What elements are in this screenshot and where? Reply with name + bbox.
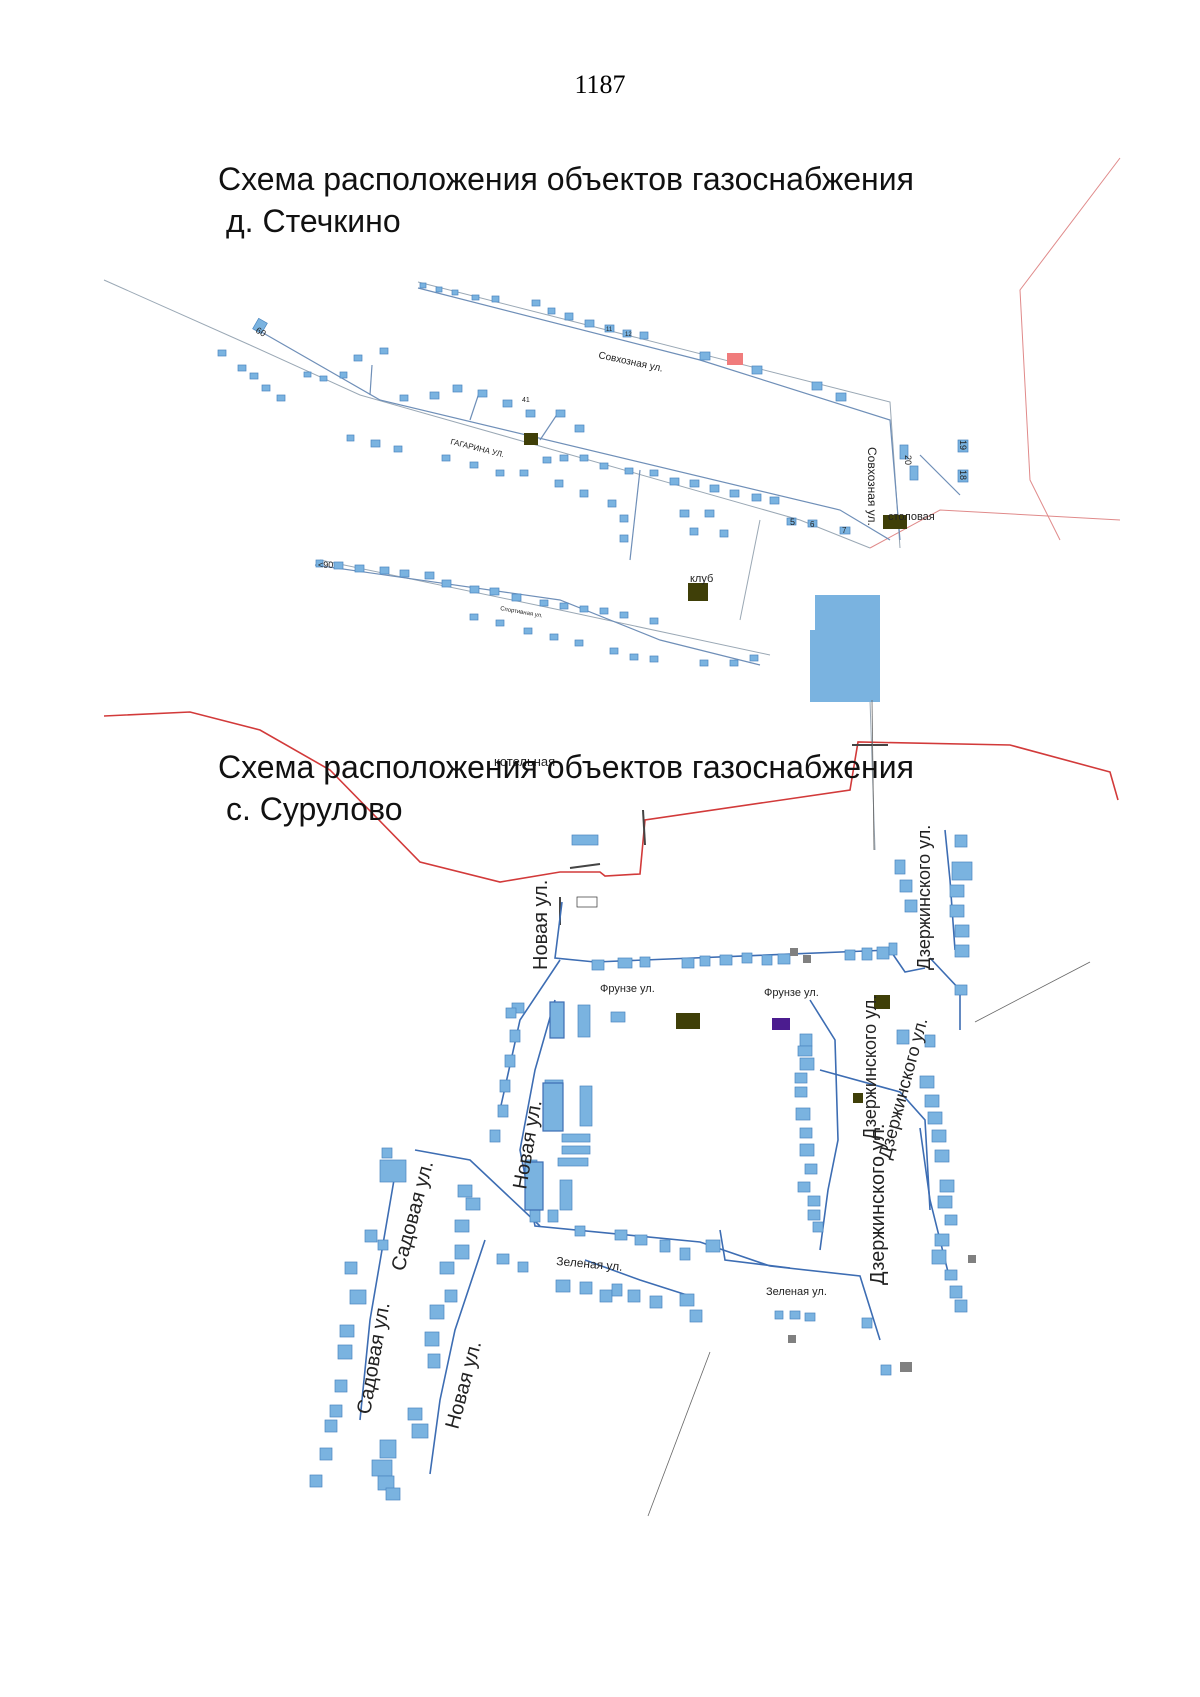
stolovaya-building: [883, 515, 907, 529]
street-label-zelenaya-left: Зеленая ул.: [556, 1254, 623, 1274]
public-building: [874, 995, 890, 1009]
public-building: [524, 433, 538, 445]
house-number-90: <90: [318, 560, 333, 570]
house-number-6: 6: [810, 520, 815, 529]
house-number-11: 11: [606, 327, 613, 333]
place-label-stolovaya: столовая: [888, 511, 935, 523]
house-number-7: 7: [842, 526, 847, 535]
purple-building: [772, 1018, 790, 1030]
street-label-zelenaya-right: Зеленая ул.: [766, 1286, 827, 1298]
apartment-block: [549, 1001, 565, 1039]
map-title-line1: Схема расположения объектов газоснабжени…: [218, 749, 914, 785]
reservoir: [810, 595, 880, 702]
map-title-line2: с. Сурулово: [226, 791, 403, 827]
boiler-house: [576, 896, 598, 908]
page-number: 1187: [574, 70, 626, 99]
house-number-18: 18: [958, 470, 968, 480]
street-label-novaya-bottom: Новая ул.: [442, 1338, 487, 1431]
gray-building: [803, 955, 811, 963]
gray-building: [790, 948, 798, 956]
road-lines-surulovo: [647, 699, 1091, 1517]
map-title-line2: д. Стечкино: [226, 203, 401, 239]
label-kotelnaya: котельная: [494, 754, 555, 769]
street-label-sovkhoznaya: Совхозная ул.: [597, 350, 664, 374]
boundary-lines: [869, 157, 1121, 549]
house-number-20: 20: [903, 455, 913, 465]
house-number-19: 19: [958, 440, 968, 450]
map-title-stechkino: Схема расположения объектов газоснабжени…: [218, 158, 914, 242]
public-building: [676, 1013, 700, 1029]
klub-building: [688, 583, 708, 601]
map-title-surulovo: Схема расположения объектов газоснабжени…: [218, 746, 914, 830]
apartment-block: [542, 1082, 564, 1132]
gray-building: [968, 1255, 976, 1263]
gray-building: [900, 1362, 912, 1372]
house-number-41: 41: [522, 397, 530, 404]
houses-stechkino: [217, 282, 969, 667]
house-number-5: 5: [790, 517, 795, 527]
street-label-dzerzhinskogo-mid: Дзержинского ул.: [860, 995, 880, 1140]
apartment-block: [524, 1161, 544, 1211]
street-label-dzerzhinskogo-bottom: Дзержинского ул.: [867, 1124, 889, 1285]
street-label-novaya-top: Новая ул.: [530, 880, 552, 970]
gray-building: [788, 1335, 796, 1343]
street-label-sadovaya-bottom: Садовая ул.: [353, 1300, 394, 1415]
map-surulovo: Новая ул. Фрунзе ул. Фрунзе ул. Дзержинс…: [103, 699, 1119, 1517]
street-label-frunze-right: Фрунзе ул.: [764, 987, 819, 999]
street-label-sovkhoznaya-vertical: Совхозная ул.: [865, 447, 879, 526]
street-label-frunze-left: Фрунзе ул.: [600, 983, 655, 995]
houses-surulovo: [309, 834, 973, 1501]
street-label-gagarina: ГАГАРИНА УЛ.: [450, 437, 506, 459]
house-number-60: 60: [254, 325, 268, 339]
street-label-dzerzhinskogo-top: Дзержинского ул.: [914, 825, 934, 970]
place-label-klub: клуб: [690, 573, 713, 585]
public-building: [853, 1093, 863, 1103]
pink-building: [727, 353, 743, 365]
gas-main-line: [103, 711, 1119, 883]
map-title-line1: Схема расположения объектов газоснабжени…: [218, 161, 914, 197]
house-number-12: 12: [625, 332, 632, 338]
street-label-sportivnaya: Спортивная ул.: [500, 606, 544, 619]
